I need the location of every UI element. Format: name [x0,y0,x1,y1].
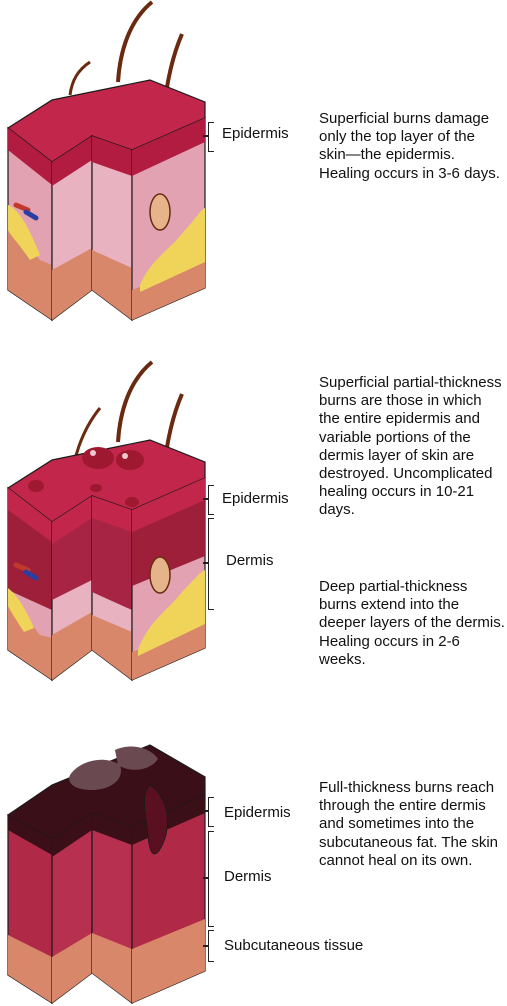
blister [82,447,114,469]
label-dermis: Dermis [226,552,274,569]
label-epidermis: Epidermis [224,804,291,821]
blood-vessel-vein [23,569,39,581]
eschar [69,759,121,790]
burn-crater [144,784,168,855]
description-full-thickness: Full-thickness burns reach through the e… [319,779,499,869]
skin-block-superficial [6,0,206,322]
blister [28,480,44,492]
epidermis-bracket [208,485,214,515]
epidermis-bracket [208,797,214,827]
description-superficial: Superficial burns damage only the top la… [319,110,500,182]
blood-vessel-vein [23,209,39,221]
fat-lobules [138,570,205,656]
label-epidermis: Epidermis [222,490,289,507]
description-superficial-partial: Superficial partial-thickness burns are … [319,374,502,519]
fat-lobules [140,208,205,292]
hair [116,360,154,443]
label-dermis: Dermis [224,868,272,885]
blister [90,484,102,492]
hair [68,60,91,96]
epidermis-bracket [208,122,214,152]
label-epidermis: Epidermis [222,125,289,142]
blister [116,450,144,470]
blood-vessel-artery [13,562,31,573]
panel-full-thickness-burn: Epidermis Dermis Subcutaneous tissue Ful… [0,735,507,1006]
hair-follicle [149,556,171,594]
hair [116,0,154,83]
label-subcutaneous-tissue: Subcutaneous tissue [224,937,364,954]
dermis-bracket [208,518,214,610]
blister [125,497,139,507]
hair-follicle [149,193,171,231]
skin-block-full-thickness [6,744,206,1005]
dermis-bracket [208,831,214,927]
description-deep-partial: Deep partial-thickness burns extend into… [319,578,505,668]
panel-partial-thickness-burn: Epidermis Dermis Superficial partial-thi… [0,360,507,690]
eschar [115,746,158,770]
skin-block-partial-thickness [6,360,206,682]
blood-vessel-artery [13,202,31,213]
panel-superficial-burn: Epidermis Superficial burns damage only … [0,0,507,330]
